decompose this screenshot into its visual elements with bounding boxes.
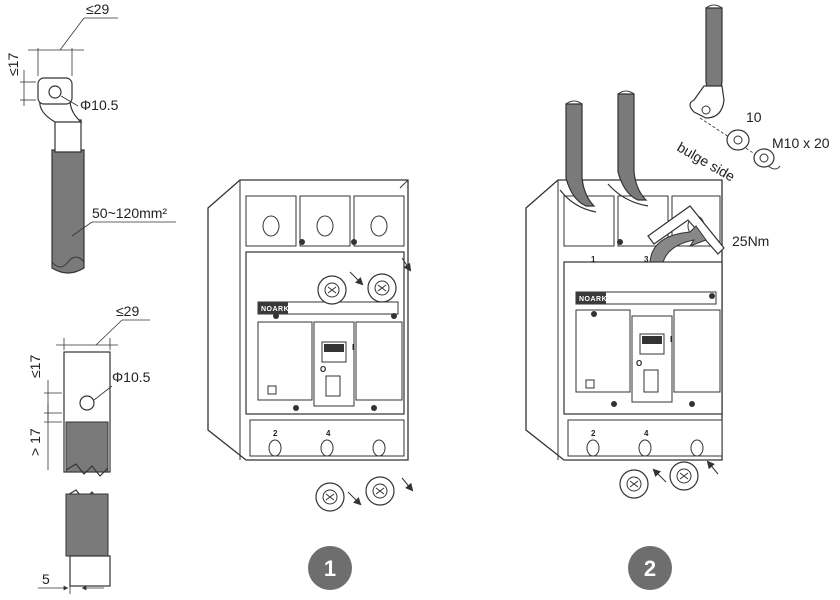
step-number-2: 2	[644, 556, 656, 581]
breaker2-top-terminal-a: 1	[591, 255, 596, 264]
bolt-assembly-callout: 10 M10 x 20 bulge side	[675, 4, 830, 185]
busbar-end-label: > 17	[27, 428, 43, 456]
bolt-size-label: M10 x 20	[772, 135, 830, 151]
lug-neck	[39, 99, 83, 123]
step-number-1: 1	[324, 556, 336, 581]
busbar-hole	[79, 395, 95, 411]
remove-arrow-4	[401, 477, 414, 492]
reinsert-screw-1	[619, 469, 649, 499]
torque-label: 25Nm	[732, 233, 769, 249]
lug-hole-label: Φ10.5	[80, 97, 119, 113]
terminal-chamber-1	[563, 195, 615, 247]
busbar-end	[69, 555, 111, 587]
remove-arrow-2	[401, 257, 412, 272]
front-panel-right	[355, 321, 403, 401]
breaker1-brand: NOARK	[261, 306, 289, 313]
front-panel-left	[575, 309, 631, 393]
breaker-step-2: 1 3 25Nm NOARK I O 2 4	[525, 90, 769, 499]
lug-height-label: ≤17	[5, 53, 21, 76]
washer-icon	[726, 129, 750, 151]
removed-screw-2	[365, 476, 395, 506]
lug-hole	[48, 85, 62, 99]
handle-frame	[631, 315, 673, 403]
busbar-thickness-label: 5	[42, 571, 50, 587]
breaker1-off-mark: O	[320, 365, 326, 374]
bolt-icon	[753, 148, 781, 170]
breaker2-top-terminal-b: 3	[644, 255, 649, 264]
breaker2-bottom-terminal-b: 4	[644, 429, 649, 438]
callout-cable	[705, 7, 723, 91]
busbar-hole-label: Φ10.5	[112, 369, 151, 385]
busbar-height-label: ≤17	[27, 355, 43, 378]
busbar-width-label: ≤29	[116, 303, 139, 319]
breaker2-brand: NOARK	[579, 296, 607, 303]
breaker2-off-mark: O	[636, 359, 642, 368]
torque-wrench	[647, 205, 725, 255]
breaker1-bottom-terminal-a: 2	[273, 429, 278, 438]
removed-screw-1	[315, 482, 345, 512]
step-badge-2: 2	[628, 546, 672, 590]
insert-arrow-1	[652, 468, 667, 483]
breaker1-bottom-terminal-b: 4	[326, 429, 331, 438]
terminal-screw-2	[367, 273, 397, 303]
remove-arrow-3	[347, 491, 362, 506]
remove-arrow-1	[349, 271, 364, 286]
reinsert-screw-2	[669, 461, 699, 491]
lug-barrel	[54, 119, 82, 153]
breaker1-on-mark: I	[352, 343, 354, 352]
front-panel-right	[673, 309, 721, 393]
insert-arrow-2	[706, 460, 719, 475]
busbar-diagram: ≤29 ≤17 > 17 Φ10.5 5	[27, 303, 151, 594]
breaker2-bottom-terminal-a: 2	[591, 429, 596, 438]
washer-size-label: 10	[746, 109, 762, 125]
cable-break-line	[51, 256, 85, 268]
cable-size-label: 50~120mm²	[92, 205, 167, 221]
breaker2-on-mark: I	[670, 335, 672, 344]
front-panel-left	[257, 321, 313, 401]
breaker-step-1: 1 3 NOARK I O	[207, 179, 414, 512]
torque-arrow	[649, 225, 707, 269]
busbar-shaded-lower	[65, 493, 109, 557]
terminal-screw-1	[317, 275, 347, 305]
installed-cable-1	[565, 103, 596, 207]
callout-lug	[689, 85, 725, 119]
busbar-break-upper	[65, 463, 109, 477]
step-badge-1: 1	[308, 546, 352, 590]
installed-cable-2	[617, 93, 648, 201]
cable-body	[51, 149, 85, 274]
lug-width-label: ≤29	[86, 1, 109, 17]
cable-lug-diagram: ≤29 ≤17 Φ10.5 50~120mm²	[5, 1, 176, 274]
busbar-shaded-upper	[65, 421, 109, 473]
